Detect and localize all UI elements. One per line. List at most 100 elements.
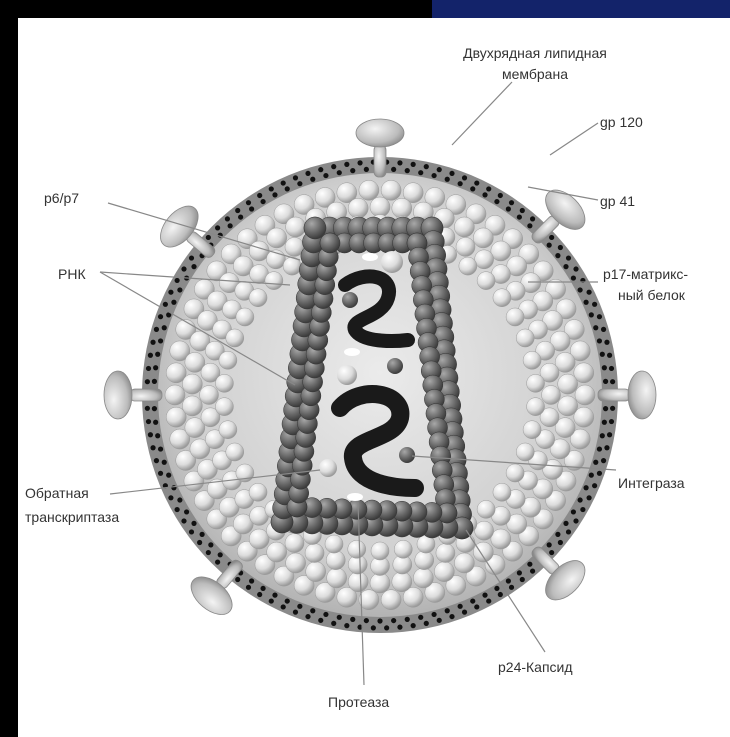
matrix-protein xyxy=(371,542,389,560)
matrix-protein xyxy=(215,374,233,392)
lipid-dot xyxy=(171,300,176,305)
matrix-protein xyxy=(491,241,511,261)
matrix-protein xyxy=(413,568,433,588)
lipid-dot xyxy=(520,208,525,213)
lipid-dot xyxy=(397,160,402,165)
lipid-dot xyxy=(269,598,274,603)
gp41-stem xyxy=(130,389,162,401)
matrix-protein xyxy=(285,534,304,553)
lipid-dot xyxy=(189,255,194,260)
lipid-dot xyxy=(470,186,475,191)
lipid-dot xyxy=(384,625,389,630)
lipid-dot xyxy=(470,598,475,603)
lipid-dot xyxy=(344,162,349,167)
matrix-protein xyxy=(348,198,368,218)
lipid-dot xyxy=(331,164,336,169)
lipid-dot xyxy=(573,266,578,271)
lipid-dot xyxy=(337,615,342,620)
label-rna: РНК xyxy=(58,266,86,282)
lipid-dot xyxy=(260,199,265,204)
lipid-dot xyxy=(571,509,576,514)
lipid-dot xyxy=(181,266,186,271)
lipid-dot xyxy=(593,460,598,465)
lipid-dot xyxy=(411,162,416,167)
lipid-dot xyxy=(150,445,155,450)
lipid-dot xyxy=(246,200,251,205)
lipid-dot xyxy=(228,223,233,228)
lipid-dot xyxy=(152,379,157,384)
lipid-dot xyxy=(189,529,194,534)
lipid-dot xyxy=(509,200,514,205)
matrix-protein xyxy=(392,198,412,218)
lipid-dot xyxy=(437,618,442,623)
matrix-protein xyxy=(226,329,244,347)
lipid-dot xyxy=(431,173,436,178)
lipid-dot xyxy=(148,432,153,437)
lipid-dot xyxy=(225,216,230,221)
matrix-protein xyxy=(325,535,343,553)
lipid-dot xyxy=(486,598,491,603)
lipid-dot xyxy=(578,497,583,502)
lipid-dot xyxy=(592,483,597,488)
lipid-dot xyxy=(486,186,491,191)
lipid-dot xyxy=(184,509,189,514)
lipid-dot xyxy=(391,618,396,623)
lipid-dot xyxy=(566,255,571,260)
matrix-protein xyxy=(523,421,541,439)
matrix-protein xyxy=(542,386,561,405)
lipid-dot xyxy=(586,495,591,500)
lipid-dot xyxy=(166,473,171,478)
lipid-dot xyxy=(601,327,606,332)
matrix-protein xyxy=(475,250,494,269)
gp41-stem xyxy=(598,389,630,401)
lipid-dot xyxy=(249,578,254,583)
matrix-protein xyxy=(200,386,219,405)
matrix-protein xyxy=(491,529,511,549)
lipid-dot xyxy=(305,171,310,176)
lipid-dot xyxy=(589,473,594,478)
hiv-virion-diagram: Двухрядная липидная мембрана gp 120 gp 4… xyxy=(18,18,730,737)
gp120-head xyxy=(356,119,404,147)
matrix-protein xyxy=(326,551,345,570)
lipid-dot xyxy=(597,471,602,476)
lipid-dot xyxy=(589,312,594,317)
lipid-dot xyxy=(602,365,607,370)
lipid-dot xyxy=(593,325,598,330)
matrix-protein xyxy=(493,483,511,501)
matrix-protein xyxy=(219,421,237,439)
lipid-dot xyxy=(197,540,202,545)
matrix-protein xyxy=(575,385,595,405)
lipid-dot xyxy=(603,406,608,411)
lipid-dot xyxy=(609,366,614,371)
lipid-dot xyxy=(405,168,410,173)
lipid-dot xyxy=(563,521,568,526)
matrix-protein xyxy=(436,543,455,562)
matrix-protein xyxy=(267,542,287,562)
matrix-protein xyxy=(236,308,254,326)
lipid-dot xyxy=(603,379,608,384)
lipid-dot xyxy=(494,586,499,591)
matrix-protein xyxy=(219,351,237,369)
lipid-dot xyxy=(158,314,163,319)
lipid-dot xyxy=(458,604,463,609)
lipid-dot xyxy=(152,406,157,411)
lipid-dot xyxy=(148,353,153,358)
lipid-dot xyxy=(549,235,554,240)
lipid-dot xyxy=(281,180,286,185)
lipid-dot xyxy=(145,406,150,411)
matrix-protein xyxy=(394,540,412,558)
label-integrase: Интеграза xyxy=(618,475,685,491)
lipid-dot xyxy=(580,507,585,512)
lipid-dot xyxy=(293,610,298,615)
lipid-dot xyxy=(260,586,265,591)
matrix-protein xyxy=(306,562,326,582)
lipid-dot xyxy=(601,458,606,463)
particle xyxy=(381,251,403,273)
lipid-dot xyxy=(418,615,423,620)
lipid-dot xyxy=(592,302,597,307)
integrase-particle xyxy=(399,447,415,463)
lipid-dot xyxy=(527,223,532,228)
matrix-protein xyxy=(459,257,477,275)
matrix-protein xyxy=(286,217,306,237)
lipid-dot xyxy=(206,550,211,555)
